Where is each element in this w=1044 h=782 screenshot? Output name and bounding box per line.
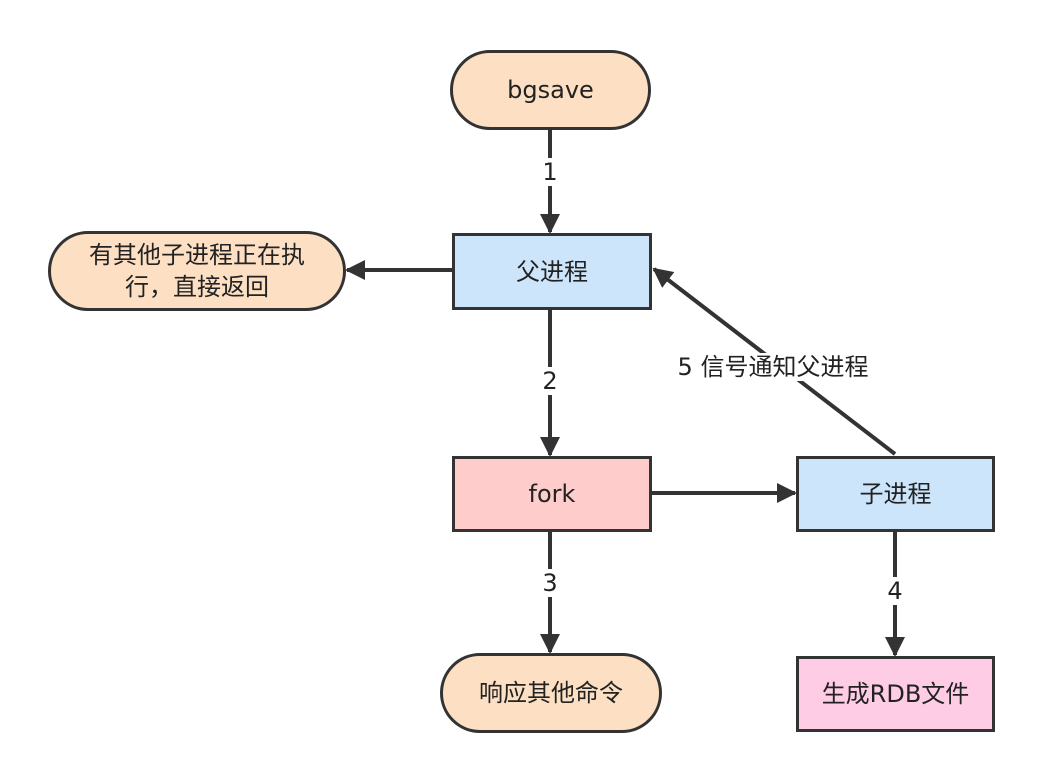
parent-process-label: 父进程 bbox=[516, 257, 588, 286]
child-process-label: 子进程 bbox=[859, 480, 932, 508]
edge-label-3: 3 bbox=[540, 569, 560, 597]
edge-label-2: 2 bbox=[540, 367, 560, 395]
edge-label-5: 5 信号通知父进程 bbox=[668, 353, 878, 381]
bgsave-node: bgsave bbox=[450, 50, 651, 130]
other-child-running-label: 有其他子进程正在执行，直接返回 bbox=[89, 241, 305, 301]
respond-other-commands-label: 响应其他命令 bbox=[479, 679, 623, 707]
generate-rdb-node: 生成RDB文件 bbox=[796, 656, 995, 732]
edge-label-1: 1 bbox=[540, 158, 560, 186]
fork-label: fork bbox=[528, 480, 576, 508]
parent-process-node: 父进程 bbox=[452, 233, 652, 310]
fork-node: fork bbox=[452, 456, 652, 532]
edge-label-4: 4 bbox=[885, 577, 905, 605]
child-process-node: 子进程 bbox=[796, 456, 995, 532]
respond-other-commands-node: 响应其他命令 bbox=[440, 653, 662, 733]
generate-rdb-label: 生成RDB文件 bbox=[821, 680, 970, 708]
bgsave-label: bgsave bbox=[507, 76, 594, 104]
other-child-running-node: 有其他子进程正在执行，直接返回 bbox=[48, 231, 346, 311]
